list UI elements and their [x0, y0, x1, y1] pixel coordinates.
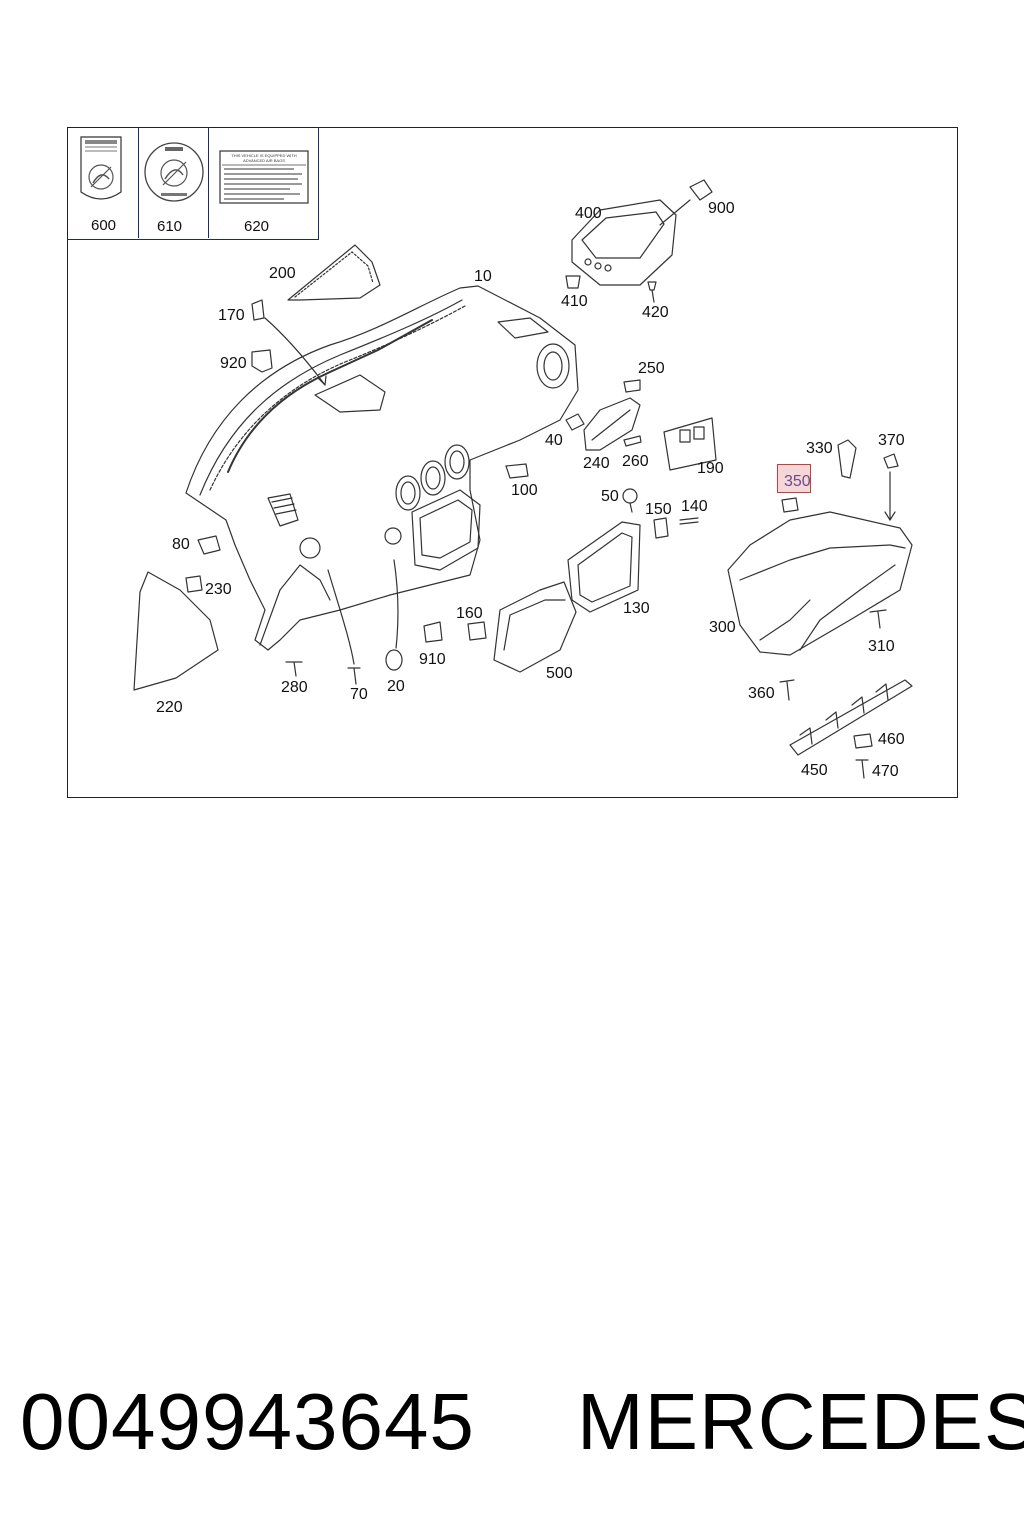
label-420: 420 — [642, 304, 669, 321]
label-280: 280 — [281, 679, 308, 696]
footer-caption: 0049943645 MERCEDES — [20, 1372, 1024, 1472]
part-20-ring — [385, 649, 403, 671]
label-100: 100 — [511, 482, 538, 499]
label-130: 130 — [623, 600, 650, 617]
sticker-620-warning-card: THIS VEHICLE IS EQUIPPED WITH ADVANCED A… — [219, 150, 309, 204]
part-40-clip — [565, 413, 585, 431]
label-70: 70 — [350, 686, 368, 703]
label-400: 400 — [575, 205, 602, 222]
sticker-label-strip: 600 610 THIS VEHICLE IS EQUIPPED WITH AD… — [67, 127, 319, 240]
part-220-sidetrim — [133, 571, 219, 691]
brand-text: MERCEDES — [577, 1377, 1024, 1466]
part-140-screw — [679, 517, 699, 525]
part-400-cluster — [571, 199, 677, 286]
part-70-screw — [347, 667, 361, 685]
label-460: 460 — [878, 731, 905, 748]
part-350-clip — [781, 497, 799, 513]
sticker-620-line2: ADVANCED AIR BAGS — [243, 158, 285, 163]
part-160-nut — [467, 621, 487, 641]
part-vent-center-2 — [420, 460, 446, 496]
sticker-610-icon — [144, 142, 204, 202]
label-600: 600 — [91, 217, 117, 234]
part-200-trim — [287, 244, 381, 301]
label-410: 410 — [561, 293, 588, 310]
label-50: 50 — [601, 488, 619, 505]
part-240-bracket — [583, 397, 641, 451]
label-370: 370 — [878, 432, 905, 449]
sticker-cell-600[interactable]: 600 — [67, 127, 139, 238]
label-160: 160 — [456, 605, 483, 622]
label-190: 190 — [697, 460, 724, 477]
part-190-panel — [663, 417, 717, 471]
part-100-clip — [505, 463, 529, 479]
label-620: 620 — [244, 218, 270, 235]
part-910-tag — [423, 621, 443, 643]
label-310: 310 — [868, 638, 895, 655]
label-470: 470 — [872, 763, 899, 780]
label-360: 360 — [748, 685, 775, 702]
part-vent-left — [267, 493, 299, 527]
sticker-cell-610[interactable]: 610 — [139, 127, 209, 238]
label-910: 910 — [419, 651, 446, 668]
highlight-350-box[interactable] — [777, 464, 811, 493]
part-920-pad — [251, 349, 273, 373]
part-470-screw — [855, 759, 869, 779]
label-40: 40 — [545, 432, 563, 449]
label-250: 250 — [638, 360, 665, 377]
part-150-clip — [653, 517, 669, 539]
label-300: 300 — [709, 619, 736, 636]
part-center-bezel — [411, 489, 481, 571]
label-150: 150 — [645, 501, 672, 518]
label-500: 500 — [546, 665, 573, 682]
label-350-highlighted[interactable]: 350 — [784, 473, 811, 490]
part-410-clip — [565, 275, 581, 289]
label-200: 200 — [269, 265, 296, 282]
part-number-text: 0049943645 — [20, 1377, 475, 1466]
part-280-screw — [285, 661, 303, 677]
part-vent-right — [536, 343, 570, 389]
label-230: 230 — [205, 581, 232, 598]
label-330: 330 — [806, 440, 833, 457]
label-80: 80 — [172, 536, 190, 553]
part-900-pad — [689, 179, 713, 201]
part-310-screw — [869, 609, 887, 629]
part-50-grommet — [622, 488, 638, 504]
part-130-frame — [567, 521, 641, 613]
label-240: 240 — [583, 455, 610, 472]
part-260-screw — [623, 435, 642, 447]
label-220: 220 — [156, 699, 183, 716]
part-360-screw — [779, 679, 795, 701]
sticker-620-line1: THIS VEHICLE IS EQUIPPED WITH — [231, 153, 296, 158]
part-500-console — [493, 581, 577, 673]
part-vent-center-1 — [395, 475, 421, 511]
label-260: 260 — [622, 453, 649, 470]
part-300-glovebox — [727, 511, 913, 656]
label-610: 610 — [157, 218, 183, 235]
part-230-clip — [185, 575, 203, 593]
part-420-screw — [647, 281, 657, 303]
label-10: 10 — [474, 268, 492, 285]
label-920: 920 — [220, 355, 247, 372]
label-900: 900 — [708, 200, 735, 217]
part-460-clip — [853, 733, 873, 749]
part-450-rail — [789, 679, 913, 756]
label-140: 140 — [681, 498, 708, 515]
part-10-dashboard — [185, 285, 579, 651]
sticker-600-icon — [80, 136, 122, 200]
part-330-latch — [837, 439, 857, 479]
sticker-cell-620[interactable]: THIS VEHICLE IS EQUIPPED WITH ADVANCED A… — [209, 127, 317, 238]
part-370-clip — [883, 453, 899, 469]
label-450: 450 — [801, 762, 828, 779]
diagram-frame — [67, 127, 958, 798]
part-170-clip — [251, 299, 265, 321]
label-170: 170 — [218, 307, 245, 324]
part-250-clip — [623, 379, 641, 393]
part-80-clip — [197, 535, 221, 555]
part-vent-center-3 — [444, 444, 470, 480]
label-20: 20 — [387, 678, 405, 695]
